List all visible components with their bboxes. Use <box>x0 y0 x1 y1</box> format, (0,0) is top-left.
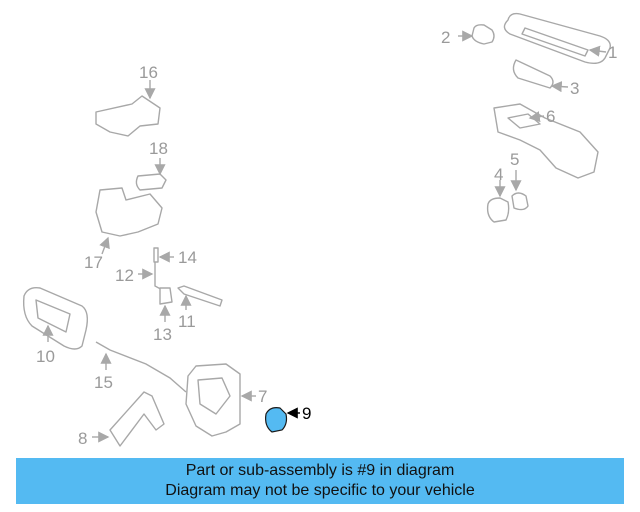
callout-2: 2 <box>441 28 450 47</box>
callout-10: 10 <box>36 347 55 366</box>
callout-17: 17 <box>84 253 103 272</box>
part-10-inner-handle[interactable] <box>22 286 89 350</box>
callout-15: 15 <box>94 373 113 392</box>
part-3-gasket[interactable] <box>512 59 569 93</box>
callout-8: 8 <box>78 429 87 448</box>
part-15-cable[interactable] <box>95 341 187 393</box>
part-16-hinge[interactable] <box>95 80 161 137</box>
callout-12: 12 <box>115 266 134 285</box>
callout-9: 9 <box>302 404 311 423</box>
part-7-latch[interactable] <box>185 363 256 437</box>
parts-diagram: 1 2 3 4 5 6 7 8 9 10 11 12 13 14 15 16 1… <box>22 12 617 448</box>
part-13-clip[interactable] <box>159 287 173 322</box>
part-1-outer-handle[interactable] <box>503 12 611 65</box>
callout-11: 11 <box>178 312 196 331</box>
callout-14: 14 <box>178 248 197 267</box>
part-5-cap[interactable] <box>510 170 529 211</box>
callout-6: 6 <box>546 107 555 126</box>
part-11-rod[interactable] <box>177 285 223 310</box>
part-18-bolt[interactable] <box>135 158 167 191</box>
callout-16: 16 <box>139 63 158 82</box>
banner-line-1: Part or sub-assembly is #9 in diagram <box>185 462 455 479</box>
part-6-bracket[interactable] <box>493 103 599 179</box>
part-14-clip[interactable] <box>153 247 174 263</box>
callout-4: 4 <box>494 165 503 184</box>
part-8-bracket[interactable] <box>92 391 165 447</box>
part-2-pad[interactable] <box>458 24 495 45</box>
banner-line-2: Diagram may not be specific to your vehi… <box>165 482 475 499</box>
callout-7: 7 <box>258 387 267 406</box>
callout-1: 1 <box>608 43 617 62</box>
callout-3: 3 <box>570 79 579 98</box>
part-17-hinge[interactable] <box>95 187 163 255</box>
part-4-cap[interactable] <box>486 180 510 223</box>
info-banner: Part or sub-assembly is #9 in diagram Di… <box>16 458 624 504</box>
callout-18: 18 <box>149 139 168 158</box>
part-9-highlighted[interactable] <box>265 407 300 433</box>
callout-5: 5 <box>510 150 519 169</box>
callout-13: 13 <box>153 325 172 344</box>
